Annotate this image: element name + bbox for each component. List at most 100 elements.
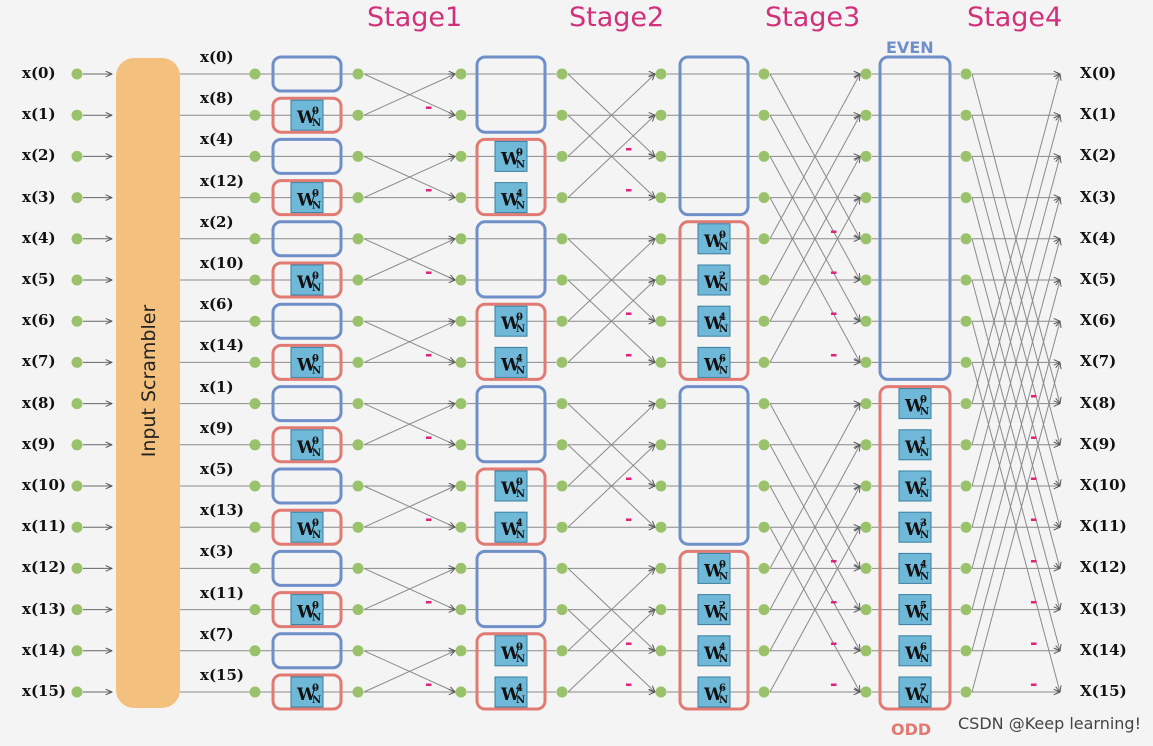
signal-node bbox=[655, 562, 667, 574]
signal-node bbox=[455, 686, 467, 698]
minus-sign: - bbox=[1030, 592, 1037, 613]
signal-node bbox=[455, 521, 467, 533]
signal-node bbox=[960, 315, 972, 327]
input-label: x(10) bbox=[22, 476, 67, 494]
twiddle-cell bbox=[697, 552, 731, 584]
signal-node bbox=[960, 356, 972, 368]
twiddle-exponent: 6 bbox=[920, 642, 927, 653]
signal-node bbox=[249, 192, 261, 204]
signal-node bbox=[655, 68, 667, 80]
signal-node bbox=[655, 439, 667, 451]
twiddle-subscript: N bbox=[312, 695, 321, 706]
twiddle-factor: W0N bbox=[494, 140, 528, 172]
twiddle-subscript: N bbox=[719, 365, 728, 376]
input-label: x(6) bbox=[22, 311, 56, 330]
twiddle-exponent: 0 bbox=[516, 312, 523, 323]
grouping-boxes: W0NW0NW0NW0NW0NW0NW0NW0NW0NW4NW0NW4NW0NW… bbox=[271, 55, 952, 711]
bit-reversed-label: x(2) bbox=[200, 212, 234, 231]
output-label: X(15) bbox=[1080, 682, 1127, 700]
minus-sign: - bbox=[1030, 550, 1037, 571]
output-label: X(11) bbox=[1080, 517, 1127, 536]
signal-node bbox=[556, 315, 568, 327]
twiddle-exponent: 2 bbox=[719, 601, 726, 612]
butterfly-cross-line bbox=[971, 321, 1060, 651]
twiddle-subscript: N bbox=[920, 407, 929, 418]
twiddle-subscript: N bbox=[719, 242, 728, 253]
signal-node bbox=[352, 604, 364, 616]
butterfly-cross-line bbox=[769, 74, 860, 240]
twiddle-cell bbox=[494, 470, 528, 502]
twiddle-subscript: N bbox=[312, 613, 321, 624]
bit-reversed-label: x(5) bbox=[200, 460, 234, 478]
signal-node bbox=[249, 315, 261, 327]
even-group-box bbox=[475, 549, 547, 629]
odd-group-box bbox=[271, 673, 343, 711]
twiddle-symbol: W bbox=[296, 273, 317, 293]
twiddle-exponent: 4 bbox=[516, 518, 523, 529]
input-label: x(3) bbox=[22, 187, 56, 206]
butterfly-cross-line bbox=[567, 280, 655, 363]
twiddle-exponent: 0 bbox=[312, 518, 319, 529]
input-node bbox=[71, 150, 83, 162]
twiddle-subscript: N bbox=[516, 695, 525, 706]
stage3-title: Stage3 bbox=[765, 2, 861, 33]
twiddle-exponent: 0 bbox=[312, 436, 319, 447]
twiddle-factor: W0N bbox=[290, 429, 324, 461]
signal-node bbox=[556, 686, 568, 698]
odd-group-box bbox=[271, 179, 343, 217]
signal-node bbox=[960, 604, 972, 616]
twiddle-subscript: N bbox=[516, 159, 525, 170]
butterfly-cross-line bbox=[971, 198, 1060, 528]
input-label: x(13) bbox=[22, 599, 67, 618]
signal-node bbox=[455, 480, 467, 492]
signal-node bbox=[352, 315, 364, 327]
input-node bbox=[71, 233, 83, 245]
twiddle-subscript: N bbox=[312, 118, 321, 129]
input-node bbox=[71, 398, 83, 410]
signal-node bbox=[758, 686, 770, 698]
twiddle-exponent: 7 bbox=[920, 683, 927, 694]
twiddle-subscript: N bbox=[719, 324, 728, 335]
output-label: X(3) bbox=[1080, 187, 1117, 206]
twiddle-exponent: 3 bbox=[920, 518, 927, 529]
twiddle-subscript: N bbox=[920, 695, 929, 706]
signal-node bbox=[758, 521, 770, 533]
twiddle-cell bbox=[290, 676, 324, 708]
signal-node bbox=[860, 109, 872, 121]
input-scrambler-box bbox=[116, 58, 180, 708]
twiddle-exponent: 6 bbox=[719, 353, 726, 364]
signal-node bbox=[556, 521, 568, 533]
twiddle-factor: W0N bbox=[290, 676, 324, 708]
signal-node bbox=[758, 150, 770, 162]
signal-node bbox=[455, 233, 467, 245]
twiddle-subscript: N bbox=[312, 201, 321, 212]
twiddle-exponent: 0 bbox=[920, 395, 927, 406]
input-node bbox=[71, 274, 83, 286]
butterfly-cross-line bbox=[769, 486, 860, 652]
signal-node bbox=[960, 480, 972, 492]
twiddle-cell bbox=[697, 676, 731, 708]
signal-node bbox=[249, 150, 261, 162]
signal-node bbox=[960, 68, 972, 80]
twiddle-cell bbox=[697, 635, 731, 667]
input-label: x(2) bbox=[22, 146, 56, 165]
odd-group-box bbox=[475, 137, 547, 217]
signal-node bbox=[655, 233, 667, 245]
twiddle-exponent: 2 bbox=[719, 271, 726, 282]
signal-node bbox=[860, 686, 872, 698]
signal-node bbox=[455, 315, 467, 327]
twiddle-subscript: N bbox=[920, 613, 929, 624]
twiddle-factor: W4N bbox=[494, 511, 528, 543]
twiddle-symbol: W bbox=[500, 149, 521, 169]
butterfly-cross-line bbox=[567, 568, 655, 652]
twiddle-exponent: 0 bbox=[516, 642, 523, 653]
twiddle-symbol: W bbox=[904, 644, 925, 664]
signal-node bbox=[455, 398, 467, 410]
twiddle-symbol: W bbox=[500, 685, 521, 705]
twiddle-factor: W0N bbox=[290, 594, 324, 626]
minus-sign: - bbox=[625, 468, 632, 489]
signal-node bbox=[556, 192, 568, 204]
twiddle-symbol: W bbox=[904, 603, 925, 623]
even-label: EVEN bbox=[886, 38, 934, 57]
input-label: x(5) bbox=[22, 270, 56, 288]
